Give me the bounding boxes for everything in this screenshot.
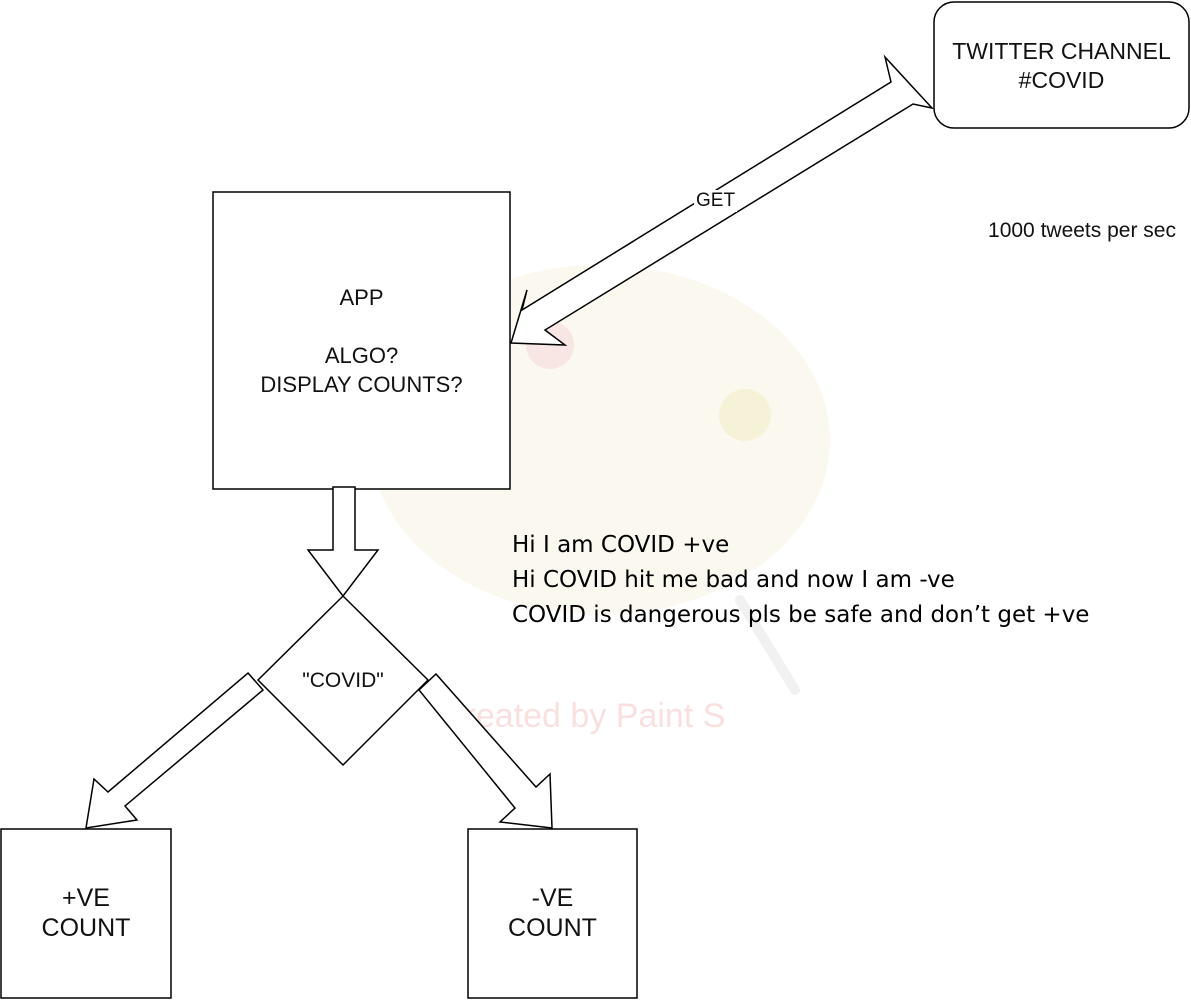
twitter-channel-label: TWITTER CHANNEL #COVID — [934, 37, 1189, 95]
app-label: APP ALGO? DISPLAY COUNTS? — [213, 283, 510, 399]
decision-to-negative-arrow[interactable] — [417, 672, 553, 829]
negative-count-node[interactable] — [467, 828, 638, 999]
tweet-line: Hi COVID hit me bad and now I am -ve — [512, 567, 955, 593]
tweet-line: Hi I am COVID +ve — [512, 532, 730, 558]
positive-count-sign: +VE — [62, 884, 110, 912]
app-display-question: DISPLAY COUNTS? — [260, 372, 463, 397]
decision-label: "COVID" — [302, 669, 384, 692]
twitter-channel-hashtag: #COVID — [1018, 67, 1105, 93]
positive-count-label: +VE COUNT — [1, 883, 171, 943]
negative-count-sign: -VE — [531, 884, 574, 912]
tweet-line: COVID is dangerous pls be safe and don’t… — [512, 602, 1090, 628]
app-to-decision-arrow[interactable] — [306, 486, 380, 598]
get-label: GET — [694, 190, 738, 212]
sample-tweets: Hi I am COVID +ve Hi COVID hit me bad an… — [512, 528, 1089, 633]
twitter-channel-title: TWITTER CHANNEL — [952, 38, 1171, 64]
watermark-text: Created by Paint S — [440, 697, 726, 735]
decision-node[interactable] — [256, 594, 430, 767]
app-title: APP — [339, 285, 384, 310]
app-algo-question: ALGO? — [324, 343, 399, 368]
rate-note: 1000 tweets per sec — [988, 219, 1176, 242]
decision-to-positive-arrow[interactable] — [85, 671, 265, 829]
positive-count-node[interactable] — [0, 828, 172, 999]
twitter-channel-node[interactable] — [933, 1, 1190, 129]
negative-count-word: COUNT — [508, 914, 597, 942]
app-node[interactable] — [212, 191, 511, 490]
positive-count-word: COUNT — [41, 914, 131, 942]
negative-count-label: -VE COUNT — [468, 883, 637, 943]
